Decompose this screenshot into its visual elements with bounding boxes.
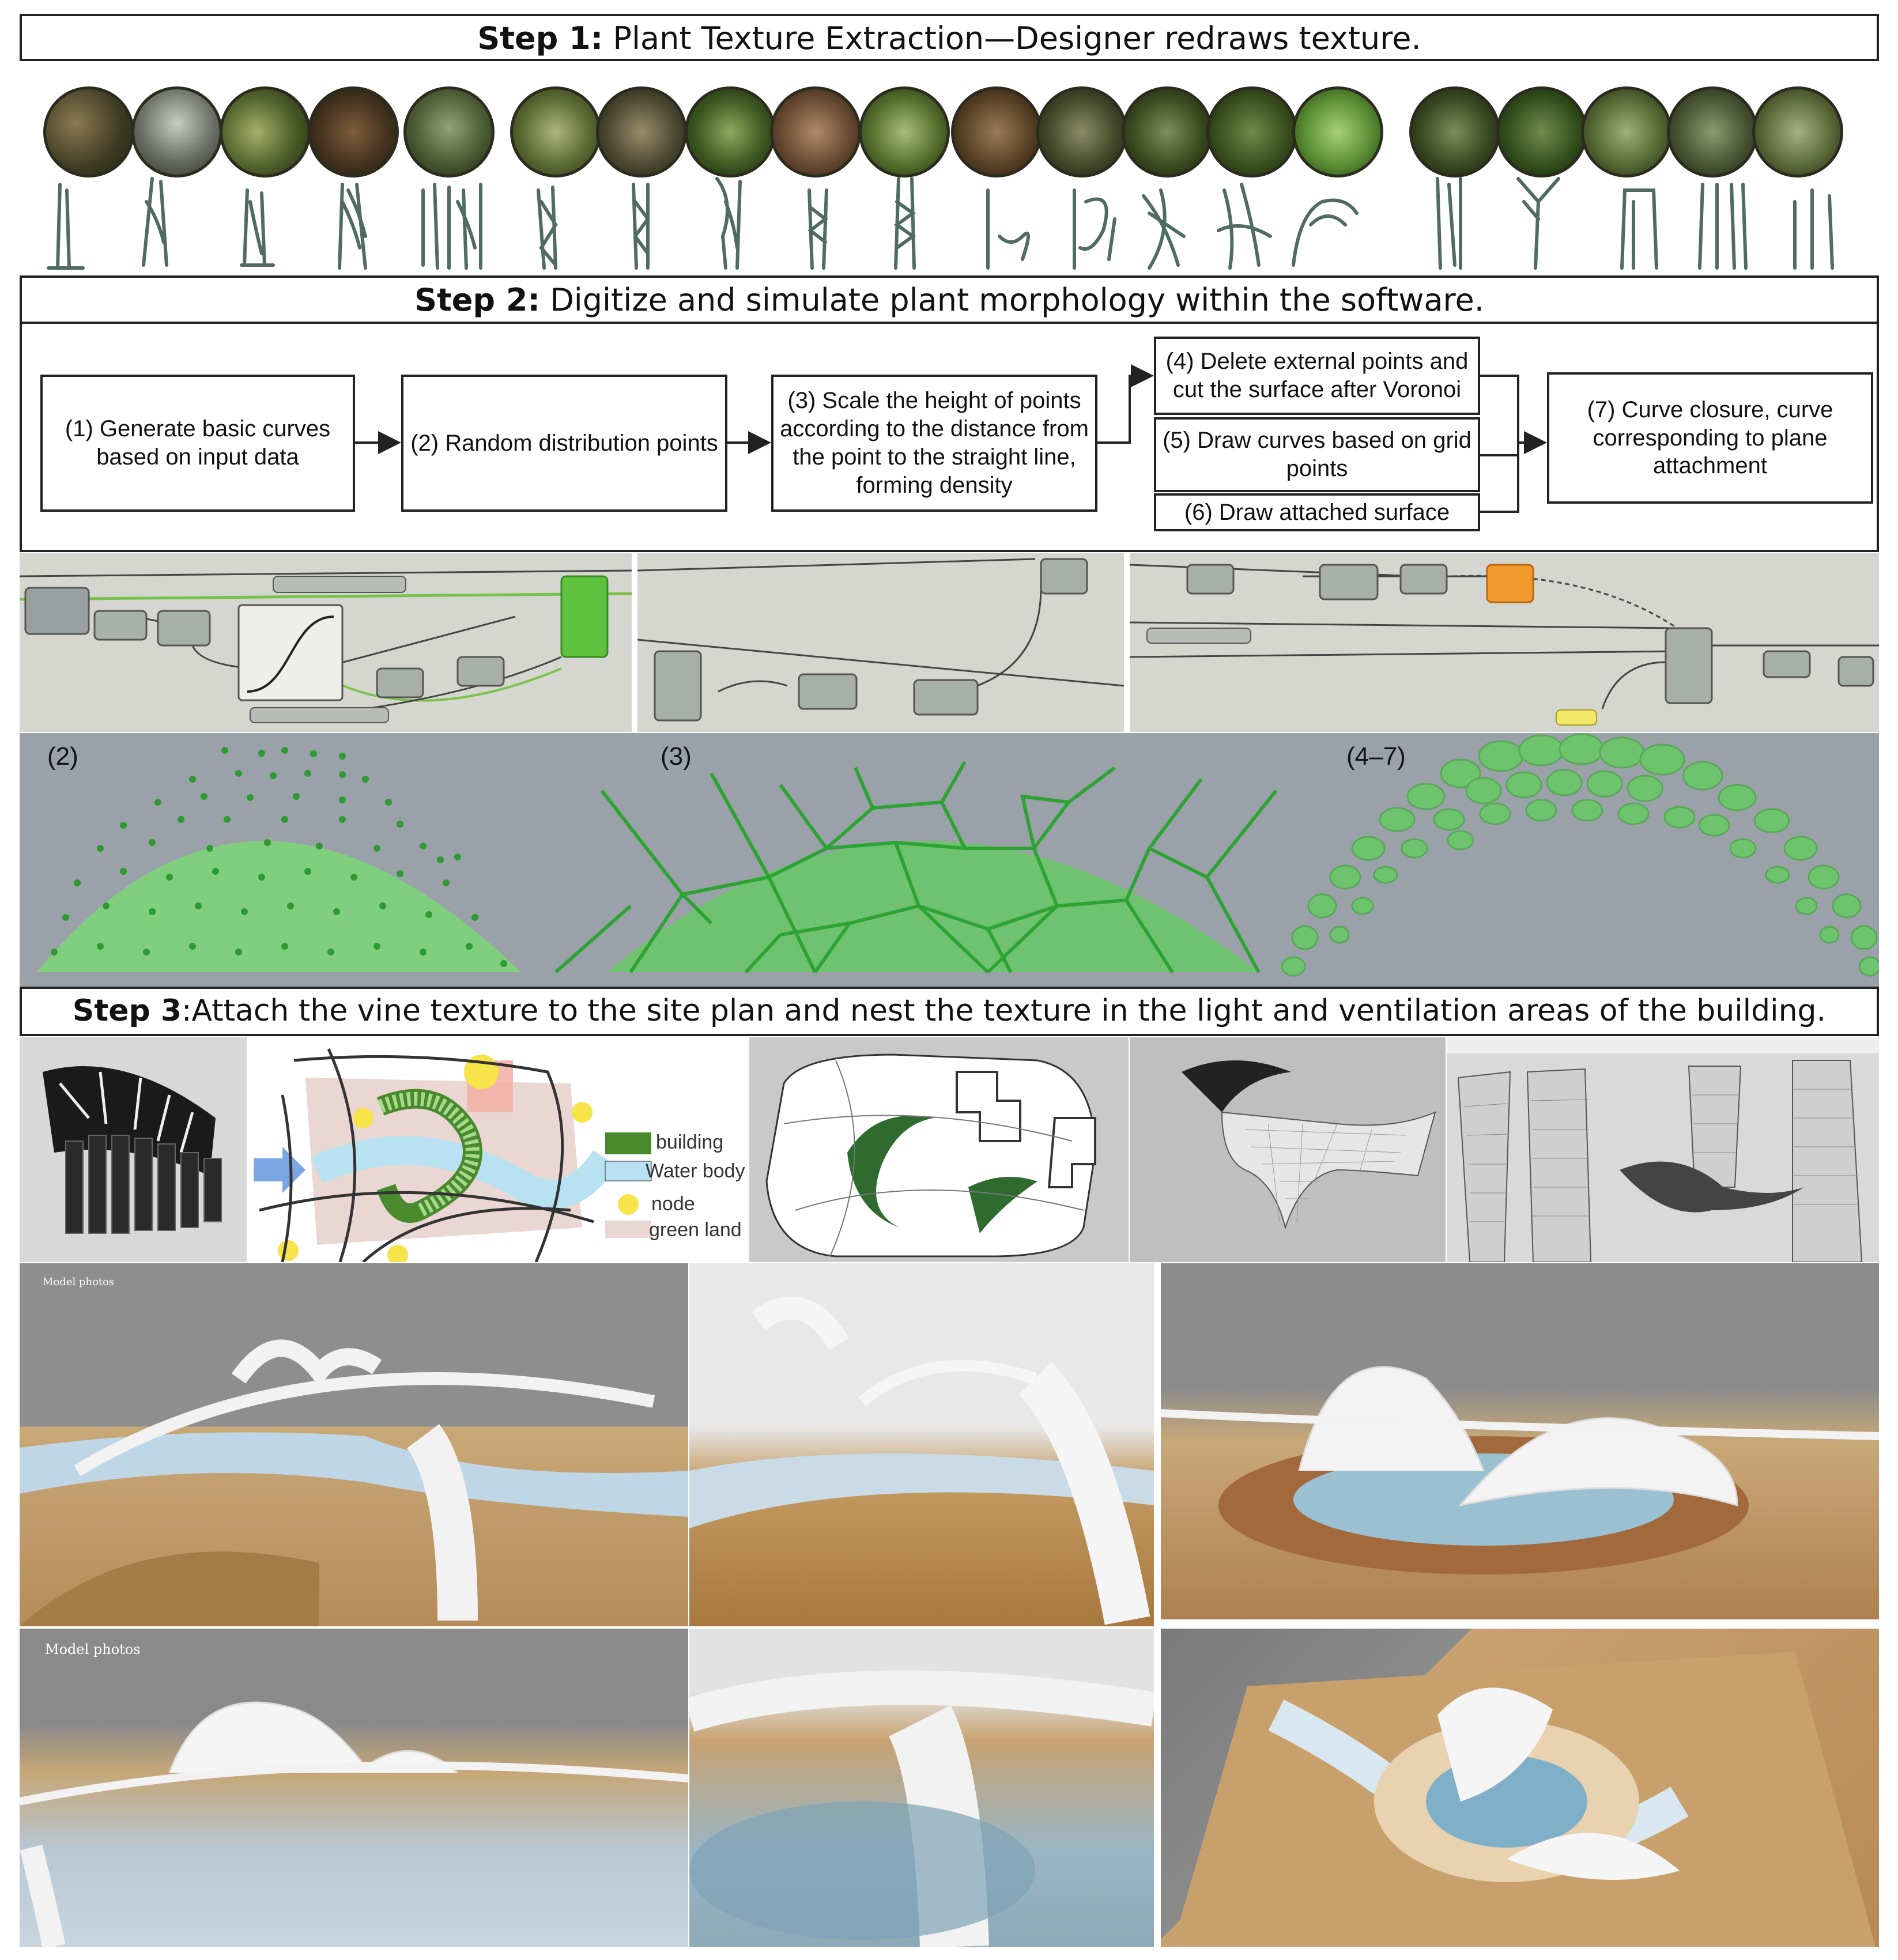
plant-photo xyxy=(951,86,1042,178)
3d-shell-render xyxy=(1130,1037,1446,1262)
step2-title: Step 2: Digitize and simulate plant morp… xyxy=(20,275,1879,324)
step3-bold: Step 3 xyxy=(72,994,182,1028)
site-plan-diagram: building Water body node green land xyxy=(248,1037,748,1262)
step2-bold: Step 2: xyxy=(414,282,541,318)
plant-photo xyxy=(1292,86,1383,178)
node-editor-panel-3 xyxy=(1130,553,1879,732)
model-photo-6 xyxy=(1161,1629,1879,1947)
node-editor-panel-1 xyxy=(20,553,632,732)
model-photo-4: Model photos xyxy=(20,1629,688,1947)
sim-label-4-7: (4–7) xyxy=(1346,742,1406,771)
flow-step-2: (2) Random distribution points xyxy=(401,375,727,512)
step2-text: Digitize and simulate plant morphology w… xyxy=(540,282,1484,318)
model-photo-2 xyxy=(689,1263,1154,1626)
plant-photo xyxy=(1122,86,1213,178)
flow-step-4: (4) Delete external points and cut the s… xyxy=(1154,337,1480,415)
vine-render-panel xyxy=(20,1037,247,1262)
plant-photo xyxy=(859,86,950,178)
step3-text: :Attach the vine texture to the site pla… xyxy=(182,994,1827,1028)
plant-photo xyxy=(1036,86,1127,178)
flow-step-3: (3) Scale the height of points according… xyxy=(771,375,1097,512)
sim-label-3: (3) xyxy=(661,742,692,771)
model-photo-3 xyxy=(1161,1263,1879,1619)
model-photo-5 xyxy=(689,1629,1154,1947)
plant-photo xyxy=(1409,86,1500,178)
3d-towers-render xyxy=(1447,1037,1879,1262)
legend-node: node xyxy=(651,1193,695,1215)
plant-photo xyxy=(770,86,861,178)
flow-arrows xyxy=(355,364,1547,513)
flow-step-6: (6) Draw attached surface xyxy=(1154,493,1480,531)
plant-photo xyxy=(685,86,776,178)
step1-text: Plant Texture Extraction—Designer redraw… xyxy=(603,20,1421,56)
plant-photo xyxy=(1752,86,1843,178)
step1-title: Step 1: Plant Texture Extraction—Designe… xyxy=(20,14,1879,61)
flow-step-1: (1) Generate basic curves based on input… xyxy=(40,375,355,512)
plant-photo xyxy=(220,86,311,178)
step1-bold: Step 1: xyxy=(477,20,603,56)
plant-photo xyxy=(308,86,399,178)
flow-container xyxy=(20,322,1879,552)
watermark-2: Model photos xyxy=(45,1641,141,1657)
plant-photo xyxy=(403,86,495,178)
legend-building: building xyxy=(656,1131,723,1153)
cad-site-plan xyxy=(749,1037,1129,1262)
legend-water: Water body xyxy=(646,1160,745,1182)
watermark-1: Model photos xyxy=(43,1276,115,1288)
model-photo-1: Model photos xyxy=(20,1263,688,1626)
plant-photo xyxy=(596,86,687,178)
step3-title: Step 3:Attach the vine texture to the si… xyxy=(20,987,1879,1036)
flow-step-7: (7) Curve closure, curve corresponding t… xyxy=(1547,372,1873,504)
flow-step-5: (5) Draw curves based on grid points xyxy=(1154,417,1480,492)
node-editor-panel-2 xyxy=(637,553,1124,732)
vine-sketches xyxy=(47,177,1834,270)
legend-green: green land xyxy=(649,1219,742,1241)
simulation-panel: (2) (3) (4–7) xyxy=(20,733,1879,987)
sim-label-2: (2) xyxy=(47,742,78,771)
